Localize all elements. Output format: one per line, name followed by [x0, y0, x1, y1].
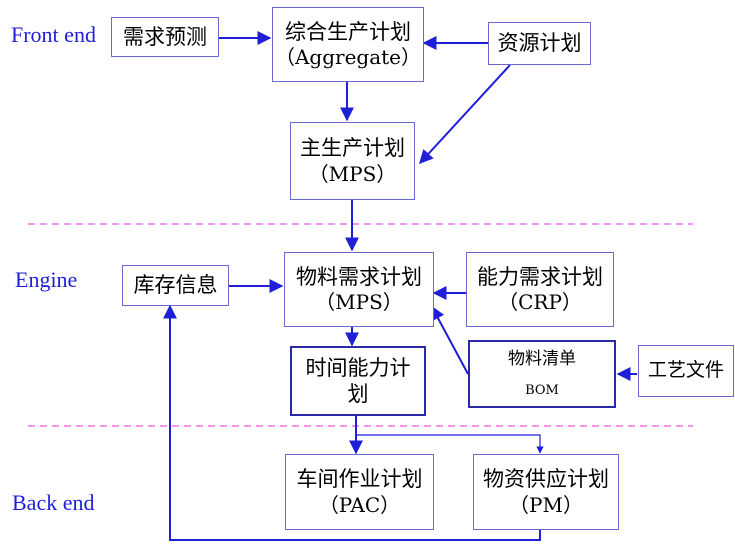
aggregate-plan-box: 综合生产计划 （Aggregate） [272, 7, 424, 82]
material-supply-plan-box: 物资供应计划 （PM） [473, 454, 619, 530]
demand-forecast-box: 需求预测 [111, 17, 219, 57]
bom-title: 物料清单 [508, 348, 576, 369]
pm-title: 物资供应计划 [483, 467, 609, 492]
stage-label-engine: Engine [15, 267, 78, 292]
demand-forecast-text: 需求预测 [123, 24, 207, 49]
mps-subtitle: （MPS） [308, 161, 397, 186]
capacity-requirements-plan-box: 能力需求计划 （CRP） [466, 252, 614, 327]
pac-title: 车间作业计划 [296, 467, 423, 492]
master-production-schedule-box: 主生产计划 （MPS） [290, 122, 415, 200]
aggregate-plan-subtitle: （Aggregate） [274, 45, 422, 70]
time-capacity-plan-box: 时间能力计 划 [290, 346, 426, 416]
arrow-feedback-to-inventory [163, 304, 541, 541]
mps-title: 主生产计划 [300, 136, 405, 161]
time-capacity-line1: 时间能力计 [305, 355, 411, 380]
bom-subtitle: BOM [525, 383, 559, 399]
resource-plan-text: 资源计划 [497, 31, 582, 56]
inventory-info-text: 库存信息 [133, 273, 218, 298]
resource-plan-box: 资源计划 [488, 22, 591, 65]
arrow-bom-to-mrp [431, 305, 469, 375]
aggregate-plan-title: 综合生产计划 [285, 19, 411, 44]
bill-of-materials-box: 物料清单 BOM [468, 340, 616, 408]
process-document-text: 工艺文件 [647, 359, 724, 382]
crp-subtitle: （CRP） [498, 290, 582, 315]
shop-floor-plan-box: 车间作业计划 （PAC） [285, 454, 434, 530]
pac-subtitle: （PAC） [318, 492, 401, 517]
material-requirements-plan-box: 物料需求计划 （MPS） [284, 252, 434, 327]
crp-title: 能力需求计划 [477, 264, 603, 289]
process-document-box: 工艺文件 [638, 345, 734, 397]
time-capacity-line2: 划 [347, 382, 369, 406]
mrp-title: 物料需求计划 [296, 264, 422, 289]
stage-label-front: Front end [11, 22, 96, 47]
inventory-info-box: 库存信息 [122, 265, 229, 306]
arrow-time-capacity-to-pm [356, 434, 544, 454]
arrow-resource-to-mps [419, 64, 511, 165]
stage-label-back: Back end [12, 490, 95, 515]
mrp-subtitle: （MPS） [315, 290, 403, 315]
pm-subtitle: （PM） [509, 492, 583, 517]
